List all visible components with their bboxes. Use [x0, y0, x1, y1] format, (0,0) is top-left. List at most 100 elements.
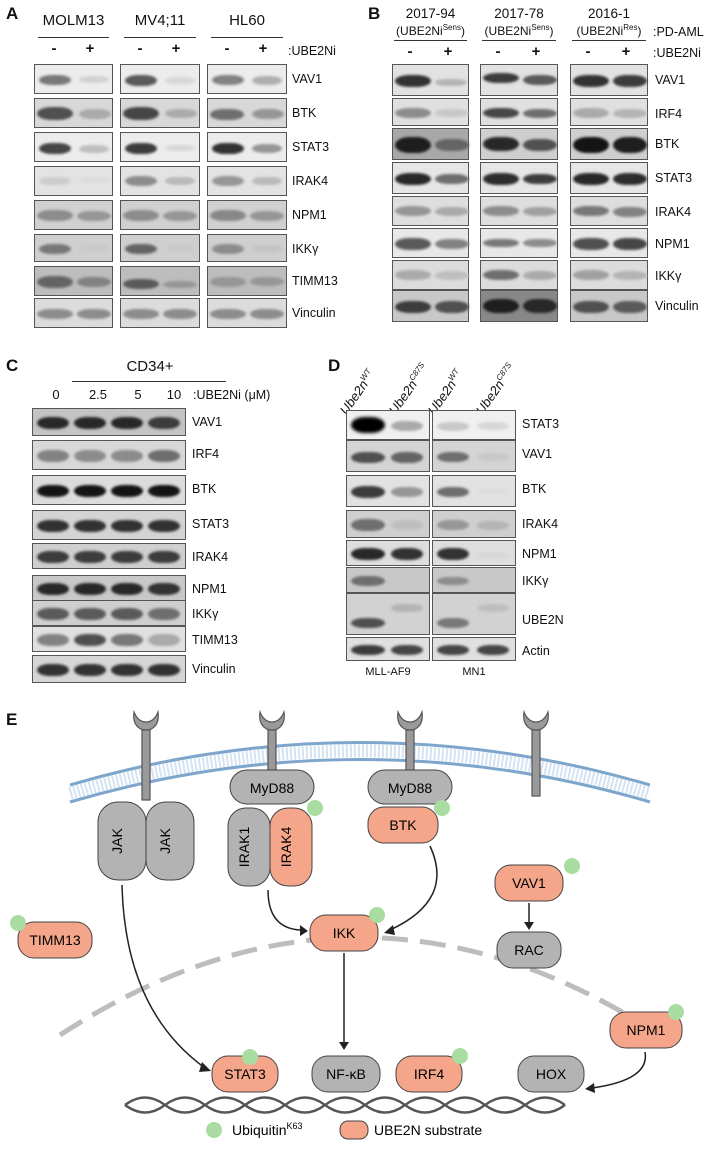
protein-label-a: NPM1 [292, 208, 327, 222]
blot-band [351, 576, 385, 586]
blot-band [435, 239, 469, 249]
node-rac: RAC [514, 942, 544, 958]
blot-band [210, 309, 246, 319]
protein-label-a: STAT3 [292, 140, 330, 154]
sample-2017-78: 2017-78 [494, 6, 544, 21]
blot-strip [480, 162, 558, 194]
blot-band [523, 271, 557, 280]
protein-label-b: IKKγ [655, 269, 682, 283]
blot-band [77, 277, 111, 287]
blot-strip [346, 540, 430, 566]
protein-label-c: NPM1 [192, 582, 227, 596]
blot-strip [346, 475, 430, 507]
blot-band [483, 173, 519, 185]
legend-substrate-swatch [339, 1120, 369, 1140]
blot-band [435, 174, 469, 184]
model-label-mll-af9: MLL-AF9 [365, 666, 411, 678]
blot-strip [570, 64, 648, 96]
blot-band [437, 618, 469, 628]
blot-band [111, 634, 143, 646]
plus-label: + [258, 40, 268, 57]
blot-band [391, 604, 423, 612]
blot-band [79, 177, 109, 183]
blot-strip [570, 228, 648, 258]
panel-label-b: B [368, 4, 381, 23]
legend-ubiquitin-swatch [206, 1122, 222, 1138]
blot-band [483, 206, 519, 216]
blot-band [210, 210, 246, 221]
blot-strip [120, 234, 200, 262]
protein-label-d: UBE2N [522, 613, 564, 627]
blot-band [523, 75, 557, 85]
blot-strip [32, 575, 186, 601]
blot-band [477, 645, 509, 655]
blot-band [395, 173, 431, 185]
myd88-a-shape [229, 769, 315, 805]
node-stat3: STAT3 [224, 1066, 266, 1082]
genotype-label: Ube2nC87S [472, 361, 518, 418]
treatment-label-b: :UBE2Ni [653, 46, 701, 60]
blot-band [39, 244, 71, 254]
blot-strip [392, 162, 469, 194]
blot-strip [346, 510, 430, 538]
ubiquitin-stat3 [242, 1049, 258, 1065]
blot-strip [120, 64, 200, 94]
blot-strip [432, 440, 516, 472]
blot-strip [480, 128, 558, 160]
plus-label: + [531, 43, 541, 60]
npm1-shape [609, 1011, 683, 1049]
blot-band [523, 109, 557, 118]
blot-strip [32, 408, 186, 436]
node-nfkb: NF-κB [326, 1066, 366, 1082]
sample-sensitivity: (UBE2NiRes) [562, 23, 656, 38]
panel-label-d: D [328, 356, 341, 375]
blot-strip [392, 228, 469, 258]
blot-band [395, 270, 431, 280]
ikk-shape [309, 914, 379, 952]
blot-band [477, 552, 509, 558]
sensitivity-suffix: ) [460, 24, 465, 38]
receptor-unlabeled [523, 709, 549, 797]
blot-band [37, 551, 69, 563]
nuclear-envelope [58, 935, 662, 1038]
blot-band [74, 417, 106, 429]
blot-band [148, 417, 180, 429]
blot-band [37, 520, 69, 532]
blot-band [613, 109, 647, 118]
cell-line-hl60: HL60 [229, 12, 265, 29]
receptor-myd88-a [259, 709, 285, 773]
blot-strip [392, 290, 469, 322]
pdaml-label: :PD-AML [653, 25, 704, 39]
protein-label-c: IRAK4 [192, 550, 229, 564]
blot-band [351, 618, 385, 628]
genotype-sup: C87S [494, 360, 514, 383]
blot-band [37, 450, 69, 462]
minus-label: - [407, 43, 413, 60]
model-label-mn1: MN1 [462, 666, 486, 678]
blot-band [37, 583, 69, 595]
blot-band [435, 301, 469, 313]
blot-band [148, 450, 180, 462]
blot-band [212, 244, 244, 254]
blot-band [435, 109, 469, 117]
blot-strip [34, 98, 113, 128]
cell-membrane [68, 741, 652, 804]
blot-band [163, 309, 197, 319]
blot-strip [34, 298, 113, 328]
protein-label-d: IKKγ [522, 574, 549, 588]
blot-band [391, 578, 423, 584]
blot-strip [392, 128, 469, 160]
blot-band [395, 301, 431, 313]
blot-strip [120, 166, 200, 196]
ubiquitin-timm13 [10, 915, 26, 931]
hox-shape [517, 1055, 585, 1093]
ubiquitin-irf4 [452, 1048, 468, 1064]
blot-band [395, 137, 431, 153]
blot-band [351, 486, 385, 498]
blot-strip [34, 200, 113, 230]
dna-helix [124, 1096, 566, 1114]
nfkb-shape [311, 1055, 381, 1093]
ubiquitin-btk [434, 800, 450, 816]
blot-strip [207, 200, 287, 230]
blot-strip [120, 132, 200, 162]
